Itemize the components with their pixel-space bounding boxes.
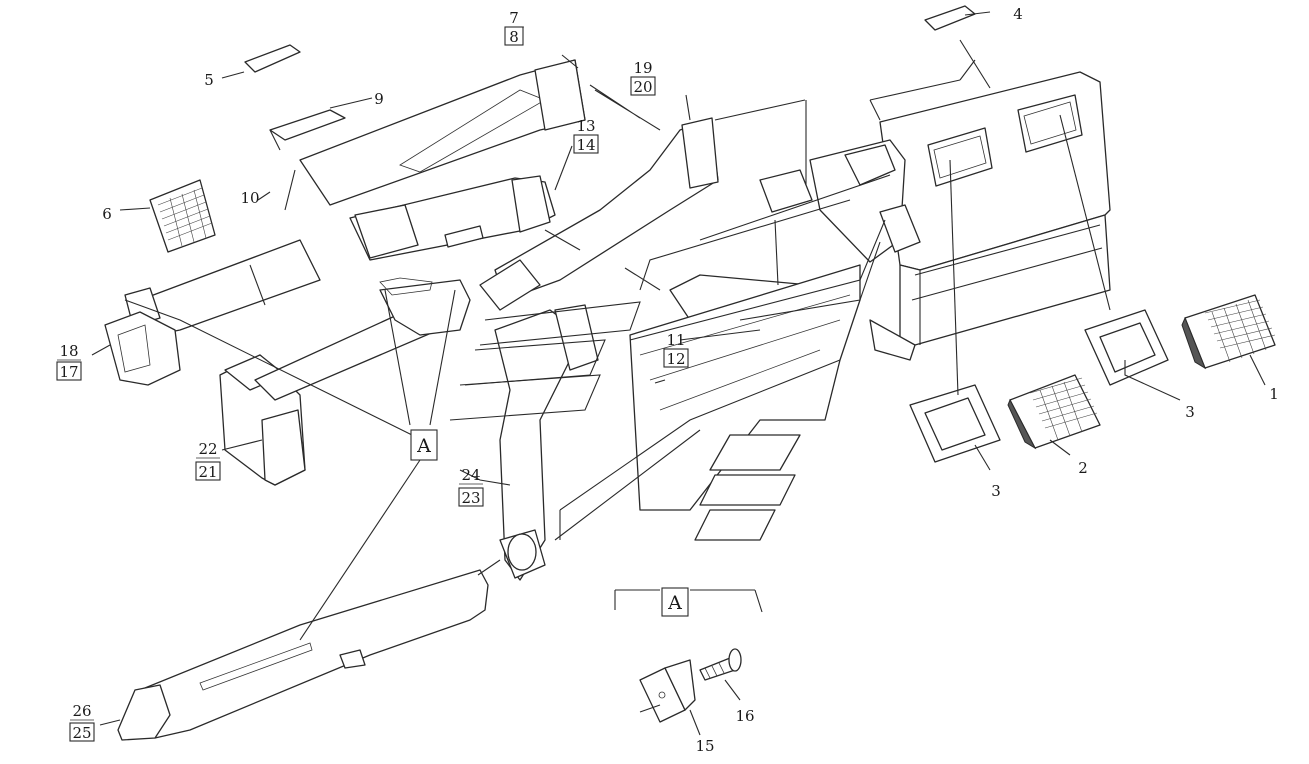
defroster-nozzle-9 bbox=[269, 109, 346, 141]
callout-numbers: 1 2 3 3 4 5 6 7 8 9 10 11 12 13 14 15 16 bbox=[56, 5, 1279, 755]
callout-11: 11 bbox=[666, 331, 685, 349]
callout-20: 20 bbox=[633, 78, 652, 96]
callout-24-23: 24 23 bbox=[458, 466, 484, 507]
callout-13: 13 bbox=[576, 117, 595, 135]
callout-8: 8 bbox=[509, 28, 519, 46]
vent-trim-5 bbox=[244, 44, 301, 73]
callout-10: 10 bbox=[240, 189, 259, 207]
callout-7-8: 7 8 bbox=[504, 9, 524, 46]
callout-18: 18 bbox=[59, 342, 78, 360]
vent-trim-4 bbox=[924, 5, 976, 31]
callout-17: 17 bbox=[59, 363, 78, 381]
vent-grille-2 bbox=[1007, 374, 1101, 450]
callout-26: 26 bbox=[72, 702, 91, 720]
callout-9: 9 bbox=[374, 90, 384, 108]
callout-24: 24 bbox=[461, 466, 480, 484]
callout-18-17: 18 17 bbox=[56, 342, 82, 381]
duct-outline-panels bbox=[449, 301, 641, 421]
side-vent-6 bbox=[149, 179, 216, 253]
vent-grille-1 bbox=[1181, 294, 1276, 370]
detail-a-header-label: A bbox=[667, 592, 682, 614]
callout-3-right: 3 bbox=[1185, 403, 1195, 421]
callout-14: 14 bbox=[576, 136, 595, 154]
callout-23: 23 bbox=[461, 489, 480, 507]
callout-2: 2 bbox=[1078, 459, 1088, 477]
vent-bezel-3-left bbox=[909, 384, 1001, 463]
detail-a-screw-16 bbox=[699, 648, 742, 681]
callout-6: 6 bbox=[102, 205, 112, 223]
callout-21: 21 bbox=[198, 463, 217, 481]
callout-22-21: 22 21 bbox=[195, 440, 221, 481]
detail-a-label: A bbox=[416, 435, 431, 457]
rear-floor-panel bbox=[554, 264, 861, 541]
leader-lines bbox=[91, 11, 1266, 736]
dashboard-panel bbox=[759, 39, 1111, 361]
callout-11-12: 11 12 bbox=[663, 331, 689, 368]
callout-16: 16 bbox=[735, 707, 754, 725]
detail-a-callout-box: A bbox=[410, 429, 438, 461]
callout-26-25: 26 25 bbox=[69, 702, 95, 742]
center-floor-duct-23-24 bbox=[494, 304, 599, 581]
callout-12: 12 bbox=[666, 350, 685, 368]
callout-3-left: 3 bbox=[991, 482, 1001, 500]
callout-7: 7 bbox=[509, 9, 519, 27]
callout-5: 5 bbox=[204, 71, 214, 89]
detail-a-header-box: A bbox=[661, 587, 689, 617]
detail-a-clip-15 bbox=[639, 659, 696, 723]
callout-4: 4 bbox=[1013, 5, 1023, 23]
callout-1: 1 bbox=[1269, 385, 1279, 403]
side-vent-17-18 bbox=[104, 311, 181, 386]
upper-center-duct-19-20 bbox=[479, 117, 719, 311]
callout-13-14: 13 14 bbox=[573, 117, 599, 154]
windshield-defroster-duct bbox=[284, 59, 586, 211]
floor-duct-25-26 bbox=[117, 569, 489, 741]
callout-19: 19 bbox=[633, 59, 652, 77]
callout-15: 15 bbox=[695, 737, 714, 755]
side-duct-13-14 bbox=[349, 175, 556, 261]
callout-19-20: 19 20 bbox=[630, 59, 656, 96]
long-connector-duct bbox=[254, 277, 471, 401]
callout-25: 25 bbox=[72, 724, 91, 742]
callout-22: 22 bbox=[198, 440, 217, 458]
vent-bezel-3-right bbox=[1084, 309, 1169, 386]
